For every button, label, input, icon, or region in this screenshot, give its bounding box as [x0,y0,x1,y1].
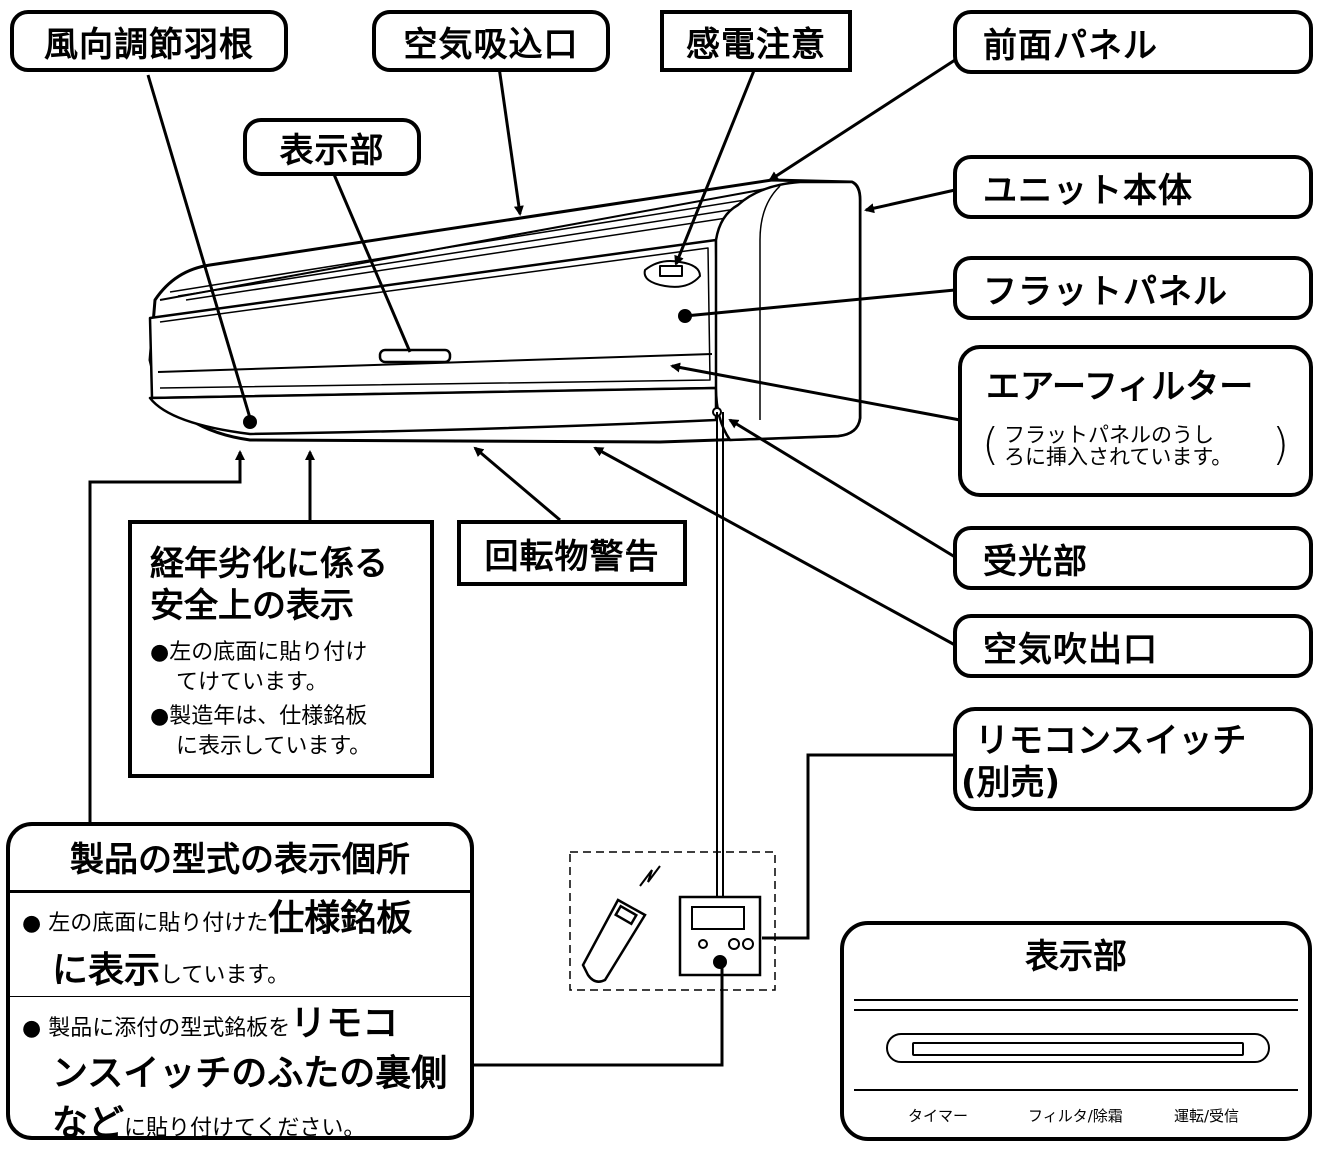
remote-switch-sub: (別売) [961,763,1061,803]
aging-note-2a: ●製造年は、仕様銘板 [150,704,368,729]
remote-area-frame [569,851,776,991]
leader-remote-switch [762,753,955,940]
model-title: 製品の型式の表示個所 [70,840,410,880]
remote-switch-title: リモコンスイッチ [975,721,1247,761]
label-front-panel: 前面パネル [953,10,1313,74]
leader-model-box [88,450,245,822]
label-air-intake: 空気吸込口 [372,10,610,72]
display-rule-3 [854,1089,1298,1091]
air-conditioner-unit [148,178,862,444]
model-item-2: ● 製品に添付の型式銘板をリモコ ンスイッチのふたの裏側 などに貼り付けてくださ… [22,1003,448,1144]
louver [148,386,718,436]
label-air-outlet: 空気吹出口 [953,614,1313,678]
label-shock-caution: 感電注意 [660,10,852,72]
lamp-timer-label: タイマー [908,1107,969,1125]
label-unit-body: ユニット本体 [953,155,1313,219]
aging-safety-box: 経年劣化に係る 安全上の表示 ●左の底面に貼り付け てけています。 ●製造年は、… [128,520,434,778]
display-window [378,348,452,364]
side-cover [714,180,862,442]
side-cover-edge [759,185,781,420]
aging-note-1a: ●左の底面に貼り付け [150,640,368,665]
leader-display [328,164,412,353]
leader-outlet [593,446,956,647]
leader-receiver [728,418,956,559]
leader-front-panel [768,58,956,182]
label-flat-panel: フラットパネル [953,256,1313,320]
leader-louver [146,74,252,419]
intake-grille-1 [169,195,771,293]
label-louver: 風向調節羽根 [10,10,288,72]
model-location-box: 製品の型式の表示個所 ● 左の底面に貼り付けた仕様銘板 に表示しています。 ● … [6,822,474,1144]
display-rule-2 [854,1009,1298,1011]
leader-model-to-remote [470,960,724,1067]
label-rotation-warning: 回転物警告 [457,520,687,586]
aging-note-1b: てけています。 [176,670,328,695]
leader-unit-body [864,188,956,214]
display-detail-title: 表示部 [1025,937,1127,977]
aging-title-2: 安全上の表示 [150,586,354,626]
handheld-remote [581,865,661,983]
display-rule-1 [854,999,1298,1001]
display-detail-box: 表示部 タイマー フィルタ/除霜 運転/受信 [840,921,1312,1141]
label-remote-switch: リモコンスイッチ (別売) [953,707,1313,811]
air-filter-title: エアーフィルター [986,367,1254,407]
label-air-filter: エアーフィルター ( フラットパネルのうし ろに挿入されています。 ) [958,345,1313,497]
label-display: 表示部 [243,118,421,176]
leader-air-filter [670,362,961,422]
aging-title-1: 経年劣化に係る [150,544,388,584]
leader-flat-panel [684,288,956,318]
model-divider-1 [10,890,470,893]
model-item-1: ● 左の底面に貼り付けた仕様銘板 に表示しています。 [22,898,413,991]
leader-air-intake [496,59,524,216]
model-divider-2 [10,996,470,997]
lamp-operation-label: 運転/受信 [1174,1107,1240,1125]
leader-shock [674,67,757,266]
lamp-filter-label: フィルタ/除霜 [1028,1107,1123,1125]
display-lens [886,1033,1270,1063]
label-receiver: 受光部 [953,526,1313,590]
intake-grille-2 [177,203,769,297]
aging-note-2b: に表示しています。 [176,734,372,759]
intake-grille-3 [185,211,767,301]
leader-rotation [473,446,561,522]
